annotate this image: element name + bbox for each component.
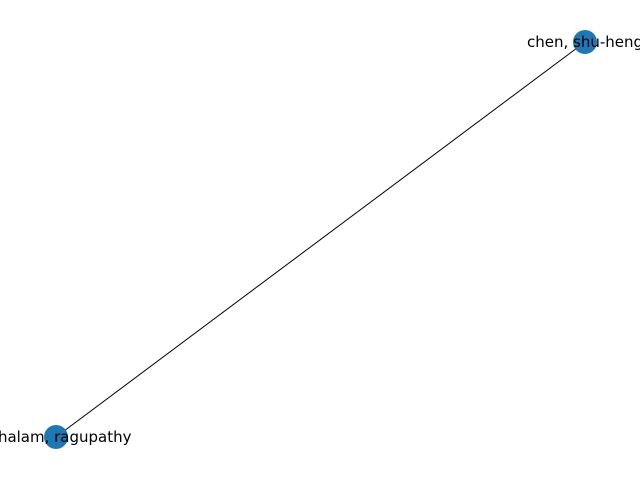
node-layer (44, 30, 597, 449)
graph-edge (55, 41, 586, 438)
node-label-achalam-ragupathy: achalam, ragupathy (0, 428, 132, 446)
edge-layer (55, 41, 586, 438)
graph-node-achalam-ragupathy (44, 425, 68, 449)
graph-node-chen-shu-heng (573, 30, 597, 54)
node-label-chen-shu-heng: chen, shu-heng (527, 33, 640, 51)
label-layer: chen, shu-heng achalam, ragupathy (0, 33, 640, 446)
